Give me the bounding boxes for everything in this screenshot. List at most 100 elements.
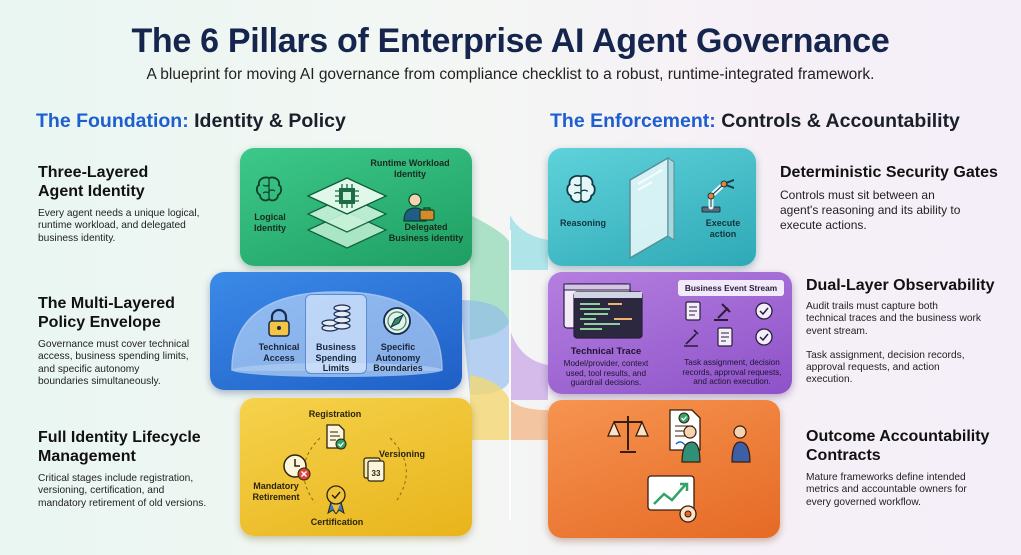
desc-line: technical traces and the business work	[806, 313, 981, 325]
desc-line: business identity.	[38, 232, 116, 244]
label-line: Delegated	[404, 222, 448, 232]
pillar-lifecycle-title-1: Full Identity Lifecycle	[38, 429, 201, 446]
pillar-accountability-title-2: Contracts	[806, 447, 881, 464]
label-line: Technical	[258, 342, 300, 352]
label-line: Execute	[705, 218, 741, 228]
desc-line: metrics and accountable owners for	[806, 484, 967, 496]
version-number: 33	[372, 469, 381, 478]
left-heading-rest: Identity & Policy	[194, 110, 346, 132]
business-event-stream-title: Business Event Stream	[678, 280, 784, 296]
security-gate-glass	[629, 156, 675, 260]
pillar-lifecycle-title-2: Management	[38, 448, 136, 465]
certification-label: Certification	[310, 517, 364, 527]
page-title: The 6 Pillars of Enterprise AI Agent Gov…	[131, 22, 890, 60]
label-line: Mandatory	[253, 481, 299, 491]
desc-line: execution.	[806, 374, 853, 386]
label-line: Business	[315, 342, 357, 352]
desc-line: Critical stages include registration,	[38, 473, 194, 484]
desc-line: agent's reasoning and its ability to	[780, 203, 961, 217]
pillar-identity: Three-Layered Agent Identity Every agent…	[38, 163, 199, 245]
growth-chart-icon	[647, 475, 697, 523]
pillar-identity-title-2: Agent Identity	[38, 183, 145, 200]
desc-line: approval requests, and action	[806, 362, 940, 374]
pillar-accountability-desc: Mature frameworks define intended metric…	[806, 472, 1016, 509]
pillar-policy-desc: Governance must cover technical access, …	[38, 339, 189, 388]
label-line: used, tool results, and	[565, 368, 647, 378]
label-line: Identity	[393, 168, 426, 179]
left-section-heading: The Foundation: Identity & Policy	[36, 110, 346, 133]
robot-arm-icon	[701, 179, 735, 213]
label-line: Model/provider, context	[563, 359, 649, 368]
label-line: Runtime Workload	[370, 158, 450, 168]
brain-icon	[255, 176, 283, 202]
pillar-observability-desc-2: Task assignment, decision records, appro…	[806, 350, 1016, 387]
desc-line: runtime workload, and delegated	[38, 220, 186, 232]
accountability-card	[548, 400, 780, 538]
coin-stack-icon	[321, 304, 351, 332]
desc-line: event stream.	[806, 325, 868, 337]
desc-line: Mature frameworks define intended	[806, 472, 966, 483]
desc-line: and specific autonomy	[38, 363, 140, 375]
desc-line: Every agent needs a unique logical,	[38, 208, 200, 219]
desc-line: Task assignment, decision records,	[806, 349, 965, 361]
label-line: Business identity	[388, 232, 464, 243]
label-line: Limits	[322, 363, 350, 373]
right-heading-accent: The Enforcement:	[550, 110, 716, 132]
desc-line: mandatory retirement of old versions.	[38, 497, 207, 509]
pillar-identity-title-1: Three-Layered	[38, 164, 149, 181]
label-line: records, approval requests,	[682, 367, 782, 377]
pillar-identity-desc: Every agent needs a unique logical, runt…	[38, 208, 199, 245]
versions-icon: 33	[363, 457, 385, 482]
desc-line: execute actions.	[780, 218, 867, 232]
reasoning-label: Reasoning	[559, 218, 606, 228]
desc-line: every governed workflow.	[806, 496, 921, 508]
label-line: Task assignment, decision	[684, 358, 780, 367]
technical-trace-title: Technical Trace	[570, 346, 642, 357]
pillar-security-desc: Controls must sit between an agent's rea…	[780, 188, 1010, 233]
label-line: guardrail decisions.	[570, 378, 642, 387]
pillar-policy: The Multi-Layered Policy Envelope Govern…	[38, 294, 189, 388]
desc-line: boundaries simultaneously.	[38, 375, 161, 387]
layered-chip-icon	[306, 177, 388, 249]
label-line: Specific	[380, 342, 416, 352]
desc-line: Audit trails must capture both	[806, 301, 938, 312]
versioning-label: Versioning	[378, 449, 425, 459]
registration-label: Registration	[308, 409, 362, 419]
desc-line: Controls must sit between an	[780, 188, 935, 202]
pillar-accountability: Outcome Accountability Contracts Mature …	[806, 427, 1016, 509]
code-windows-icon	[563, 283, 643, 339]
event-stream-icons	[684, 301, 773, 347]
pillar-observability-desc: Audit trails must capture both technical…	[806, 301, 1016, 338]
label-line: action	[709, 228, 737, 239]
page-subtitle: A blueprint for moving AI governance fro…	[146, 66, 875, 83]
label-line: Boundaries	[373, 363, 423, 373]
scales-icon	[607, 416, 649, 453]
pillar-policy-title-2: Policy Envelope	[38, 314, 161, 331]
pillar-observability-title: Dual-Layer Observability	[806, 277, 995, 294]
label-line: Identity	[253, 222, 286, 233]
desc-line: Governance must cover technical	[38, 339, 190, 350]
label-line: Retirement	[252, 491, 300, 502]
label-line: Spending	[315, 352, 357, 363]
lifecycle-cycle	[303, 437, 407, 504]
right-heading-rest: Controls & Accountability	[721, 110, 960, 132]
pillar-security-title: Deterministic Security Gates	[780, 164, 998, 181]
label-line: and action execution.	[693, 377, 771, 386]
people-handshake-icon	[681, 425, 751, 463]
document-check-icon	[326, 424, 347, 450]
label-line: Autonomy	[375, 352, 421, 363]
